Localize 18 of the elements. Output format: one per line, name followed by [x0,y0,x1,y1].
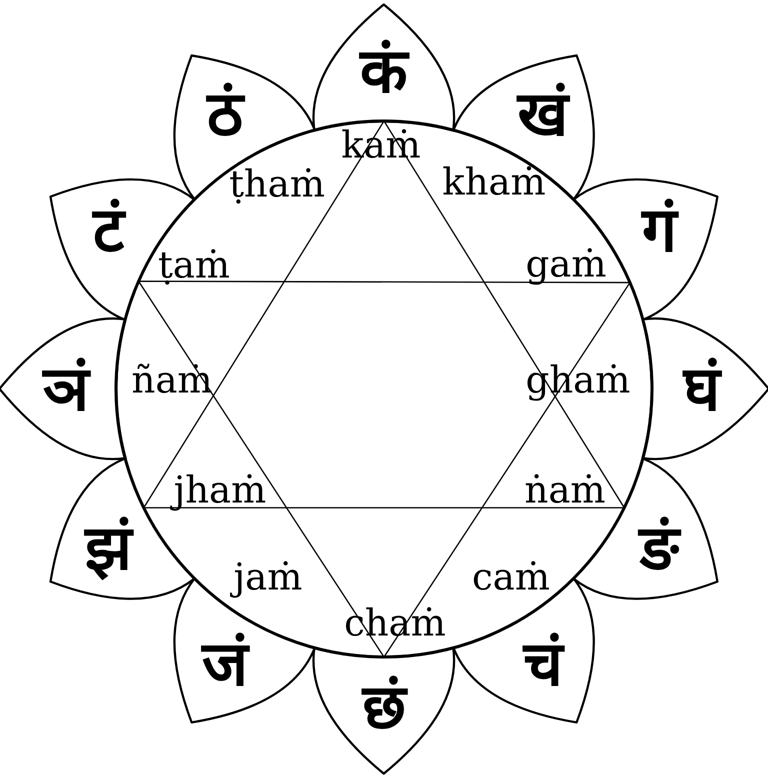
devanagari-syllable: ङं [639,514,680,582]
devanagari-syllable: झं [85,514,132,582]
transliteration-label: ṅaṁ [524,472,606,510]
devanagari-syllable: ञं [43,354,89,424]
transliteration-label: ṭhaṁ [229,166,325,204]
devanagari-syllable: घं [683,354,720,424]
devanagari-syllable: कं [360,36,408,106]
devanagari-syllable: ठं [206,80,243,148]
transliteration-label: gaṁ [526,246,606,284]
devanagari-syllable: जं [202,630,248,698]
devanagari-syllable: खं [517,80,568,148]
devanagari-syllable: गं [642,196,677,264]
devanagari-syllable: छं [362,672,406,742]
transliteration-label: ṭaṁ [158,246,230,286]
transliteration-label: khaṁ [442,164,546,202]
devanagari-syllable: चं [523,630,562,698]
transliteration-label: caṁ [472,558,550,598]
devanagari-syllable: टं [93,196,124,264]
